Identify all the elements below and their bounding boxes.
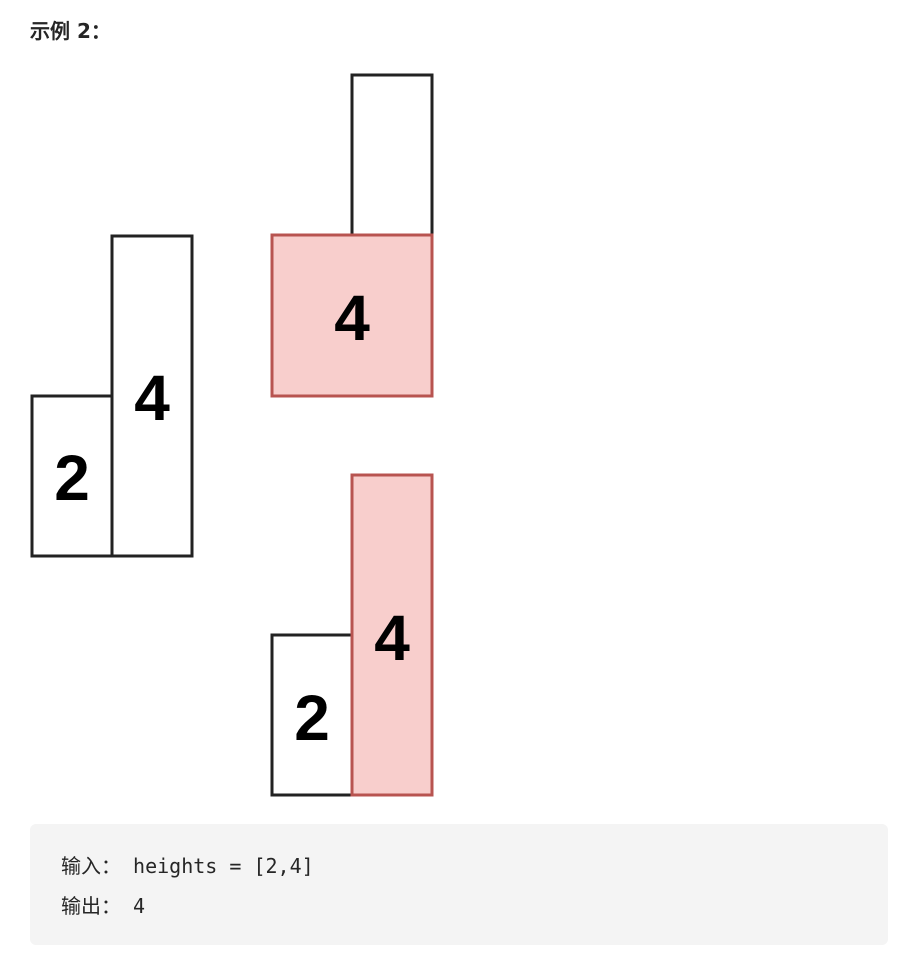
top-right-candidate: 4: [270, 73, 434, 398]
left-histogram: 2 4: [30, 234, 194, 558]
left-bar-2: [30, 394, 114, 558]
left-bar-4-label: 4: [134, 362, 170, 434]
example-title: 示例 2：: [30, 19, 111, 43]
input-line: 输入： heights = [2,4]: [61, 846, 888, 886]
top-right-area-label: 4: [334, 282, 370, 354]
bottom-right-bar-4-highlight: [350, 473, 434, 797]
example-code-block: 输入： heights = [2,4] 输出： 4: [30, 824, 888, 945]
input-label: 输入：: [61, 854, 121, 878]
input-value: heights = [2,4]: [121, 854, 314, 878]
output-line: 输出： 4: [61, 886, 888, 926]
bottom-right-max-rectangle: 2 4: [270, 473, 434, 797]
output-value: 4: [121, 894, 146, 918]
bottom-right-bar-2: [270, 633, 354, 797]
top-right-highlight-area: [270, 233, 434, 398]
output-label: 输出：: [61, 894, 121, 918]
bottom-right-bar-2-label: 2: [294, 682, 330, 754]
left-bar-4: [110, 234, 194, 558]
histogram-figure: 2 4 4 2 4: [30, 73, 434, 797]
bottom-right-bar-4-label: 4: [374, 602, 410, 674]
left-bar-2-label: 2: [54, 442, 90, 514]
